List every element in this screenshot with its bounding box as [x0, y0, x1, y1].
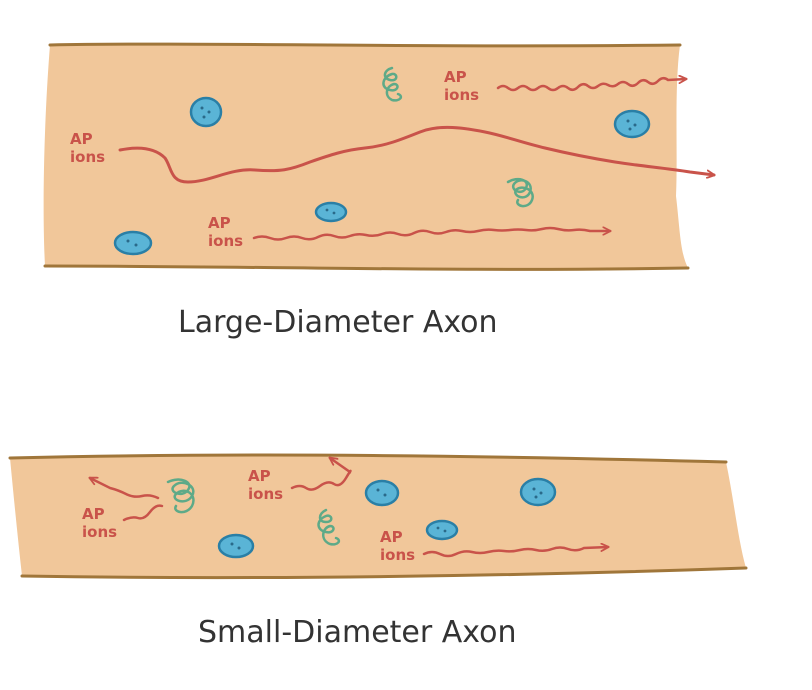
coil-icon: [317, 508, 341, 546]
small-axon-body: [10, 455, 746, 578]
ion-arrow-icon: [90, 476, 160, 500]
ions-label: ions: [248, 485, 283, 503]
ions-label: ions: [380, 546, 415, 564]
ap-label: AP: [380, 528, 403, 546]
ion-arrow-icon: [252, 228, 610, 241]
ions-label: ions: [444, 86, 479, 104]
ion-arrow-icon: [496, 78, 686, 92]
ions-label: ions: [82, 523, 117, 541]
ap-label: AP: [444, 68, 467, 86]
ions-label: ions: [70, 148, 105, 166]
nucleus-icon: [613, 109, 651, 139]
nucleus-icon: [425, 519, 459, 541]
small-axon-top-edge: [8, 453, 728, 464]
ions-label: ions: [208, 232, 243, 250]
nucleus-icon: [519, 477, 557, 507]
ap-label: AP: [248, 467, 271, 485]
coil-icon: [382, 66, 403, 102]
ion-arrow-icon: [118, 125, 714, 184]
coil-icon: [506, 177, 534, 208]
nucleus-icon: [113, 230, 153, 256]
ion-arrow-icon: [122, 504, 164, 522]
nucleus-icon: [189, 96, 223, 128]
large-axon-caption: Large-Diameter Axon: [178, 305, 498, 340]
coil-icon: [166, 478, 195, 514]
nucleus-icon: [217, 533, 255, 559]
nucleus-icon: [314, 201, 348, 223]
ap-label: AP: [82, 505, 105, 523]
small-axon: AP ions AP ions AP ions: [8, 453, 748, 580]
small-axon-bottom-edge: [20, 566, 748, 580]
nucleus-icon: [364, 479, 400, 507]
small-axon-caption: Small-Diameter Axon: [198, 615, 516, 650]
large-axon: AP ions AP ions AP ions: [43, 42, 714, 271]
ap-label: AP: [70, 130, 93, 148]
large-axon-top-edge: [48, 42, 682, 48]
ion-arrow-icon: [422, 547, 608, 558]
large-axon-bottom-edge: [43, 264, 690, 271]
ion-arrow-icon: [290, 458, 352, 491]
ap-label: AP: [208, 214, 231, 232]
